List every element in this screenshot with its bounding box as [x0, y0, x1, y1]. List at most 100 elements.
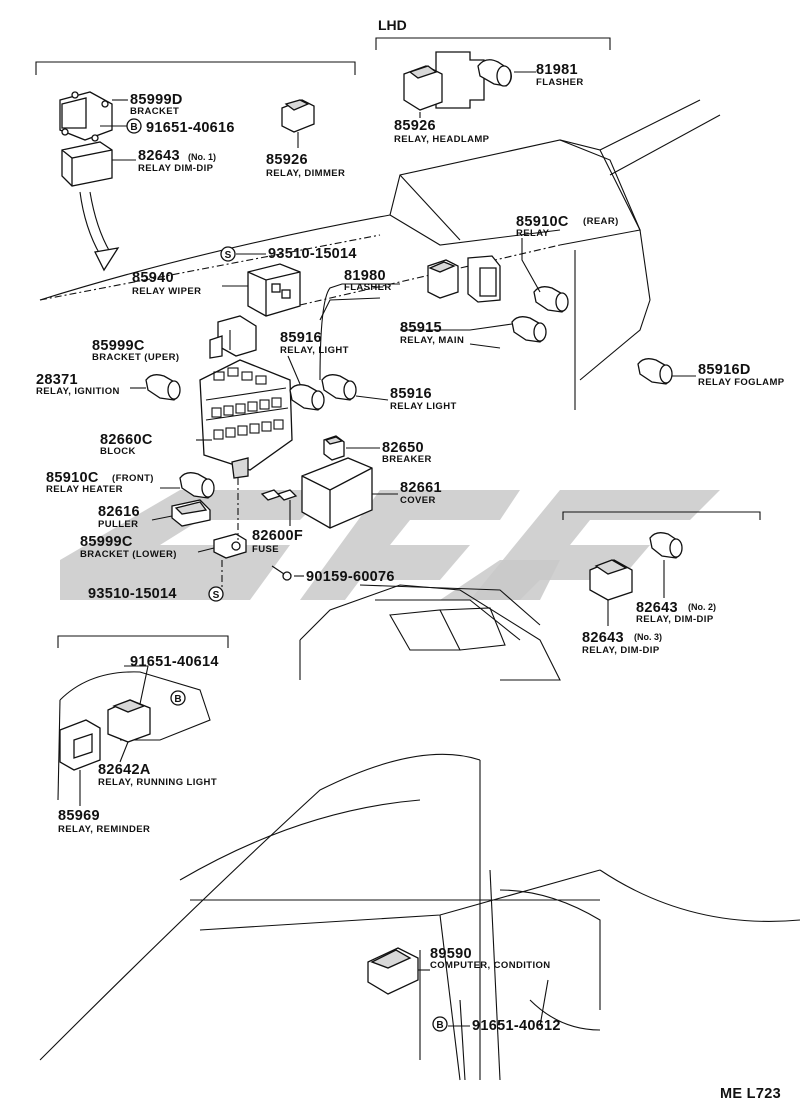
svg-text:FUSE: FUSE [252, 544, 279, 555]
callout-93510-bottom: 93510-15014 S [88, 586, 224, 602]
callout-85999d: 85999D BRACKET [130, 92, 183, 117]
svg-text:RELAY, RUNNING LIGHT: RELAY, RUNNING LIGHT [98, 777, 217, 788]
svg-text:FLASHER: FLASHER [344, 282, 392, 293]
bracket-85999d-drawing [59, 91, 113, 142]
fuse-82600f-drawing [260, 489, 298, 501]
svg-text:91651-40614: 91651-40614 [130, 654, 219, 670]
svg-text:(No. 3): (No. 3) [634, 632, 662, 642]
svg-text:RELAY LIGHT: RELAY LIGHT [390, 401, 457, 412]
badge-s-top: S [225, 250, 232, 261]
svg-text:91651-40616: 91651-40616 [146, 120, 235, 136]
svg-text:BREAKER: BREAKER [382, 454, 432, 465]
diagram-code: ME L723 [720, 1086, 781, 1102]
flasher-81981-drawing [477, 59, 512, 87]
breaker-82650-drawing [323, 435, 345, 461]
svg-text:89590: 89590 [430, 946, 472, 962]
svg-text:S: S [213, 590, 220, 601]
callout-81981: 81981 FLASHER [536, 62, 584, 88]
section-bracket-dimdip [35, 61, 356, 75]
relay-85910c-rear-drawing [533, 286, 569, 313]
callout-85910c-rear: 85910C (REAR) RELAY [516, 214, 618, 239]
svg-text:82600F: 82600F [252, 528, 303, 544]
svg-text:82643: 82643 [582, 630, 624, 646]
callout-85926-dimmer: 85926 RELAY, DIMMER [266, 152, 345, 179]
badge-b-mid: B [174, 694, 181, 705]
callout-85916-2: 85916 RELAY LIGHT [390, 386, 457, 412]
svg-text:82660C: 82660C [100, 432, 153, 448]
svg-text:82642A: 82642A [98, 762, 151, 778]
callout-89590: 89590 COMPUTER, CONDITION [430, 946, 551, 971]
relay-85915-drawing [511, 316, 547, 343]
svg-text:85910C: 85910C [46, 470, 99, 486]
bolt-b-top-badge [126, 118, 142, 134]
callout-85926-headlamp: 85926 RELAY, HEADLAMP [394, 118, 490, 145]
svg-text:(FRONT): (FRONT) [112, 473, 154, 484]
callout-91651-40612: B 91651-40612 [432, 1016, 560, 1034]
svg-text:93510-15014: 93510-15014 [88, 586, 177, 602]
callout-81980: 81980 FLASHER [344, 268, 392, 293]
svg-text:RELAY WIPER: RELAY WIPER [132, 286, 201, 297]
section-bracket-lhd: LHD [375, 17, 611, 50]
relay-82643-no2-drawing [649, 532, 683, 559]
svg-text:(No. 1): (No. 1) [188, 152, 216, 162]
svg-text:85915: 85915 [400, 320, 442, 336]
svg-text:85926: 85926 [394, 118, 436, 134]
computer-89590-drawing [367, 947, 419, 995]
svg-text:PULLER: PULLER [98, 519, 138, 530]
relay-wiper-85940-drawing [247, 263, 301, 317]
fuse-block-82660c-drawing [199, 315, 293, 479]
bolt-b-mid-badge [170, 690, 186, 706]
svg-text:(No. 2): (No. 2) [688, 602, 716, 612]
bolt-b-bottom-badge [432, 1016, 448, 1032]
svg-text:RELAY, MAIN: RELAY, MAIN [400, 335, 464, 346]
svg-text:85969: 85969 [58, 808, 100, 824]
relay-85926-dimmer-drawing [281, 99, 315, 133]
callout-93510-top: 93510-15014 [268, 246, 357, 262]
svg-text:RELAY, IGNITION: RELAY, IGNITION [36, 386, 120, 397]
svg-text:RELAY HEATER: RELAY HEATER [46, 484, 123, 495]
relay-bracket-rear-drawing [467, 255, 501, 303]
screw-s-top-badge [220, 246, 236, 262]
svg-text:85999C: 85999C [92, 338, 145, 354]
callout-85999c-lower: 85999C BRACKET (LOWER) [80, 534, 176, 560]
relay-reminder-85969-drawing [59, 719, 101, 771]
svg-text:85910C: 85910C [516, 214, 569, 230]
callout-91651-40616: B 91651-40616 [126, 118, 235, 136]
svg-text:B: B [130, 122, 137, 133]
svg-text:FLASHER: FLASHER [536, 77, 584, 88]
callout-82660c: 82660C BLOCK [100, 432, 153, 457]
relay-running-82642a-drawing [107, 699, 151, 743]
callout-85940: 85940 RELAY WIPER [132, 270, 201, 297]
svg-text:RELAY, REMINDER: RELAY, REMINDER [58, 824, 150, 835]
callout-82650: 82650 BREAKER [382, 440, 432, 465]
callout-90159-60076: 90159-60076 [306, 569, 394, 585]
cover-82661-drawing [301, 457, 373, 529]
svg-text:85916: 85916 [390, 386, 432, 402]
callout-82616: 82616 PULLER [98, 504, 140, 530]
callout-82600f: 82600F FUSE [252, 528, 303, 555]
callout-82643-no3: 82643 (No. 3) RELAY, DIM-DIP [582, 630, 662, 656]
callout-85916-1: 85916 RELAY, LIGHT [280, 330, 349, 356]
relay-82643-no3-drawing [589, 559, 633, 601]
svg-text:RELAY, LIGHT: RELAY, LIGHT [280, 345, 349, 356]
svg-text:COMPUTER, CONDITION: COMPUTER, CONDITION [430, 960, 551, 971]
callout-82643-no1: 82643 (No. 1) RELAY DIM-DIP [138, 148, 216, 174]
svg-text:85999C: 85999C [80, 534, 133, 550]
callout-82642a: 82642A RELAY, RUNNING LIGHT [98, 762, 217, 788]
svg-text:BRACKET: BRACKET [130, 106, 179, 117]
callout-28371: 28371 RELAY, IGNITION [36, 372, 120, 397]
callout-85969: 85969 RELAY, REMINDER [58, 808, 150, 835]
callout-85999c-upper: 85999C BRACKET (UPER) [92, 338, 179, 363]
puller-82616-drawing [171, 499, 211, 527]
svg-text:85916D: 85916D [698, 362, 751, 378]
svg-text:85999D: 85999D [130, 92, 183, 108]
relay-foglamp-85916d-drawing [637, 358, 673, 385]
svg-text:93510-15014: 93510-15014 [268, 246, 357, 262]
relay-ignition-28371-drawing [145, 374, 181, 401]
svg-text:28371: 28371 [36, 372, 78, 388]
svg-text:RELAY, HEADLAMP: RELAY, HEADLAMP [394, 134, 490, 145]
car-body-outline [39, 753, 800, 1081]
screw-90159-drawing [271, 565, 292, 581]
callout-91651-40614: 91651-40614 [130, 654, 219, 670]
